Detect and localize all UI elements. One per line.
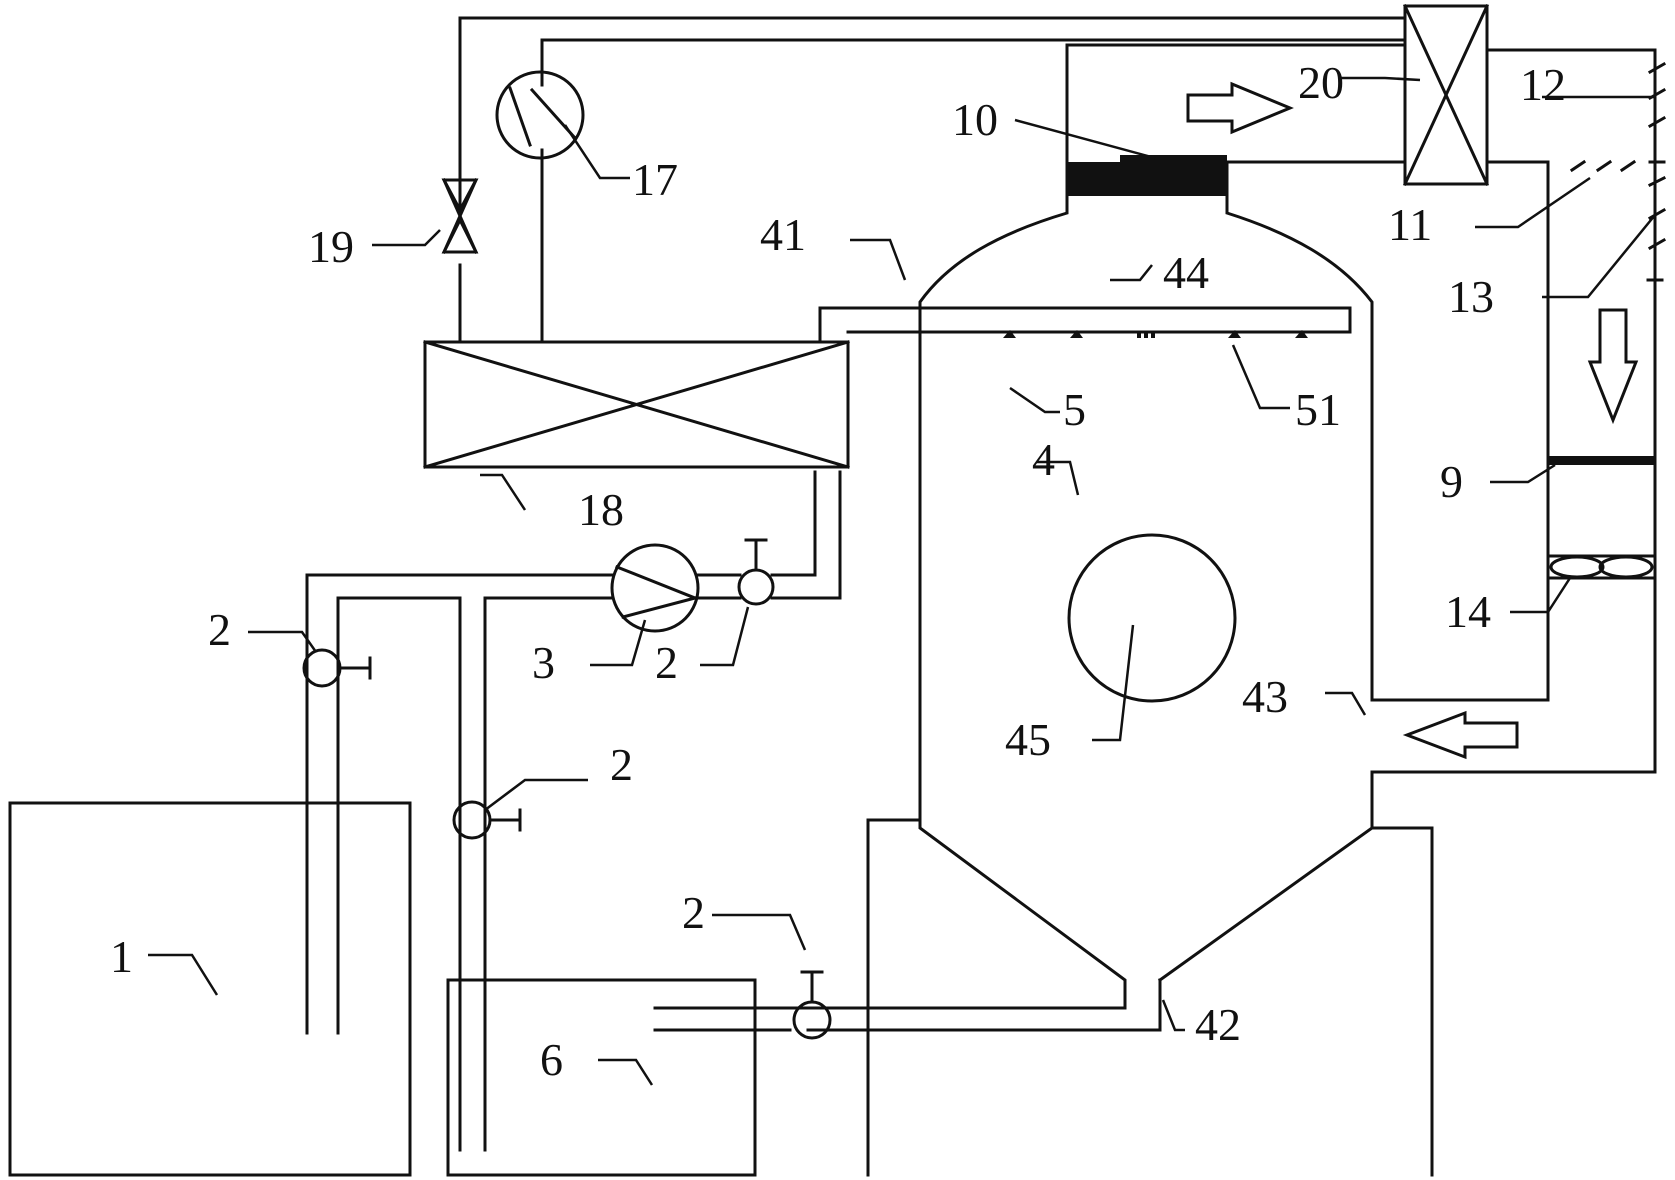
pipe-tank1-to-pump bbox=[305, 573, 614, 1152]
refrigerant-loop bbox=[458, 16, 1407, 344]
label-13: 13 bbox=[1448, 271, 1494, 322]
valve-2-tank6 bbox=[452, 800, 522, 840]
flow-arrow-right bbox=[1186, 81, 1294, 135]
labels: 1 2 2 2 2 3 4 5 6 9 10 11 12 13 14 17 18… bbox=[110, 57, 1566, 1085]
tank-6 bbox=[446, 978, 757, 1177]
label-2-tank6: 2 bbox=[610, 739, 633, 790]
tank-1 bbox=[8, 801, 412, 1177]
label-9: 9 bbox=[1440, 456, 1463, 507]
label-12: 12 bbox=[1520, 59, 1566, 110]
label-1: 1 bbox=[110, 931, 133, 982]
label-17: 17 bbox=[632, 154, 678, 205]
label-6: 6 bbox=[540, 1034, 563, 1085]
valve-2-drain bbox=[792, 970, 832, 1040]
filter-9 bbox=[1548, 456, 1655, 465]
product-45 bbox=[1067, 533, 1237, 703]
filter-10 bbox=[1067, 155, 1227, 196]
label-4: 4 bbox=[1032, 434, 1055, 485]
pump-3 bbox=[610, 543, 700, 633]
label-19: 19 bbox=[308, 221, 354, 272]
label-2-drain: 2 bbox=[682, 887, 705, 938]
flow-arrow-left bbox=[1402, 710, 1519, 760]
vents-11-12-13 bbox=[1569, 61, 1667, 282]
compressor-17 bbox=[495, 70, 585, 160]
spray-nozzles-51 bbox=[1003, 330, 1308, 338]
label-44: 44 bbox=[1163, 247, 1209, 298]
valve-2-pump-outlet bbox=[737, 538, 775, 606]
label-18: 18 bbox=[578, 484, 624, 535]
valve-2-tank1 bbox=[302, 648, 372, 688]
drying-chamber-4 bbox=[653, 43, 1657, 1177]
pipe-pump-to-exchanger bbox=[696, 470, 842, 600]
label-3: 3 bbox=[532, 637, 555, 688]
label-14: 14 bbox=[1445, 586, 1491, 637]
leader-lines bbox=[148, 76, 1656, 1086]
label-2-tank1: 2 bbox=[208, 604, 231, 655]
label-42: 42 bbox=[1195, 999, 1241, 1050]
exchanger-20 bbox=[1403, 4, 1489, 186]
flow-arrow-down bbox=[1587, 308, 1639, 425]
valve-19 bbox=[441, 178, 479, 254]
label-45: 45 bbox=[1005, 714, 1051, 765]
label-5: 5 bbox=[1063, 384, 1086, 435]
label-10: 10 bbox=[952, 94, 998, 145]
label-51: 51 bbox=[1295, 384, 1341, 435]
label-20: 20 bbox=[1298, 57, 1344, 108]
fan-14 bbox=[1546, 554, 1657, 580]
pipe-exchanger-to-spray bbox=[818, 306, 1352, 344]
heat-exchanger-18 bbox=[423, 340, 850, 469]
label-11: 11 bbox=[1388, 199, 1432, 250]
label-43: 43 bbox=[1242, 671, 1288, 722]
label-41: 41 bbox=[760, 209, 806, 260]
label-2-pump: 2 bbox=[655, 637, 678, 688]
